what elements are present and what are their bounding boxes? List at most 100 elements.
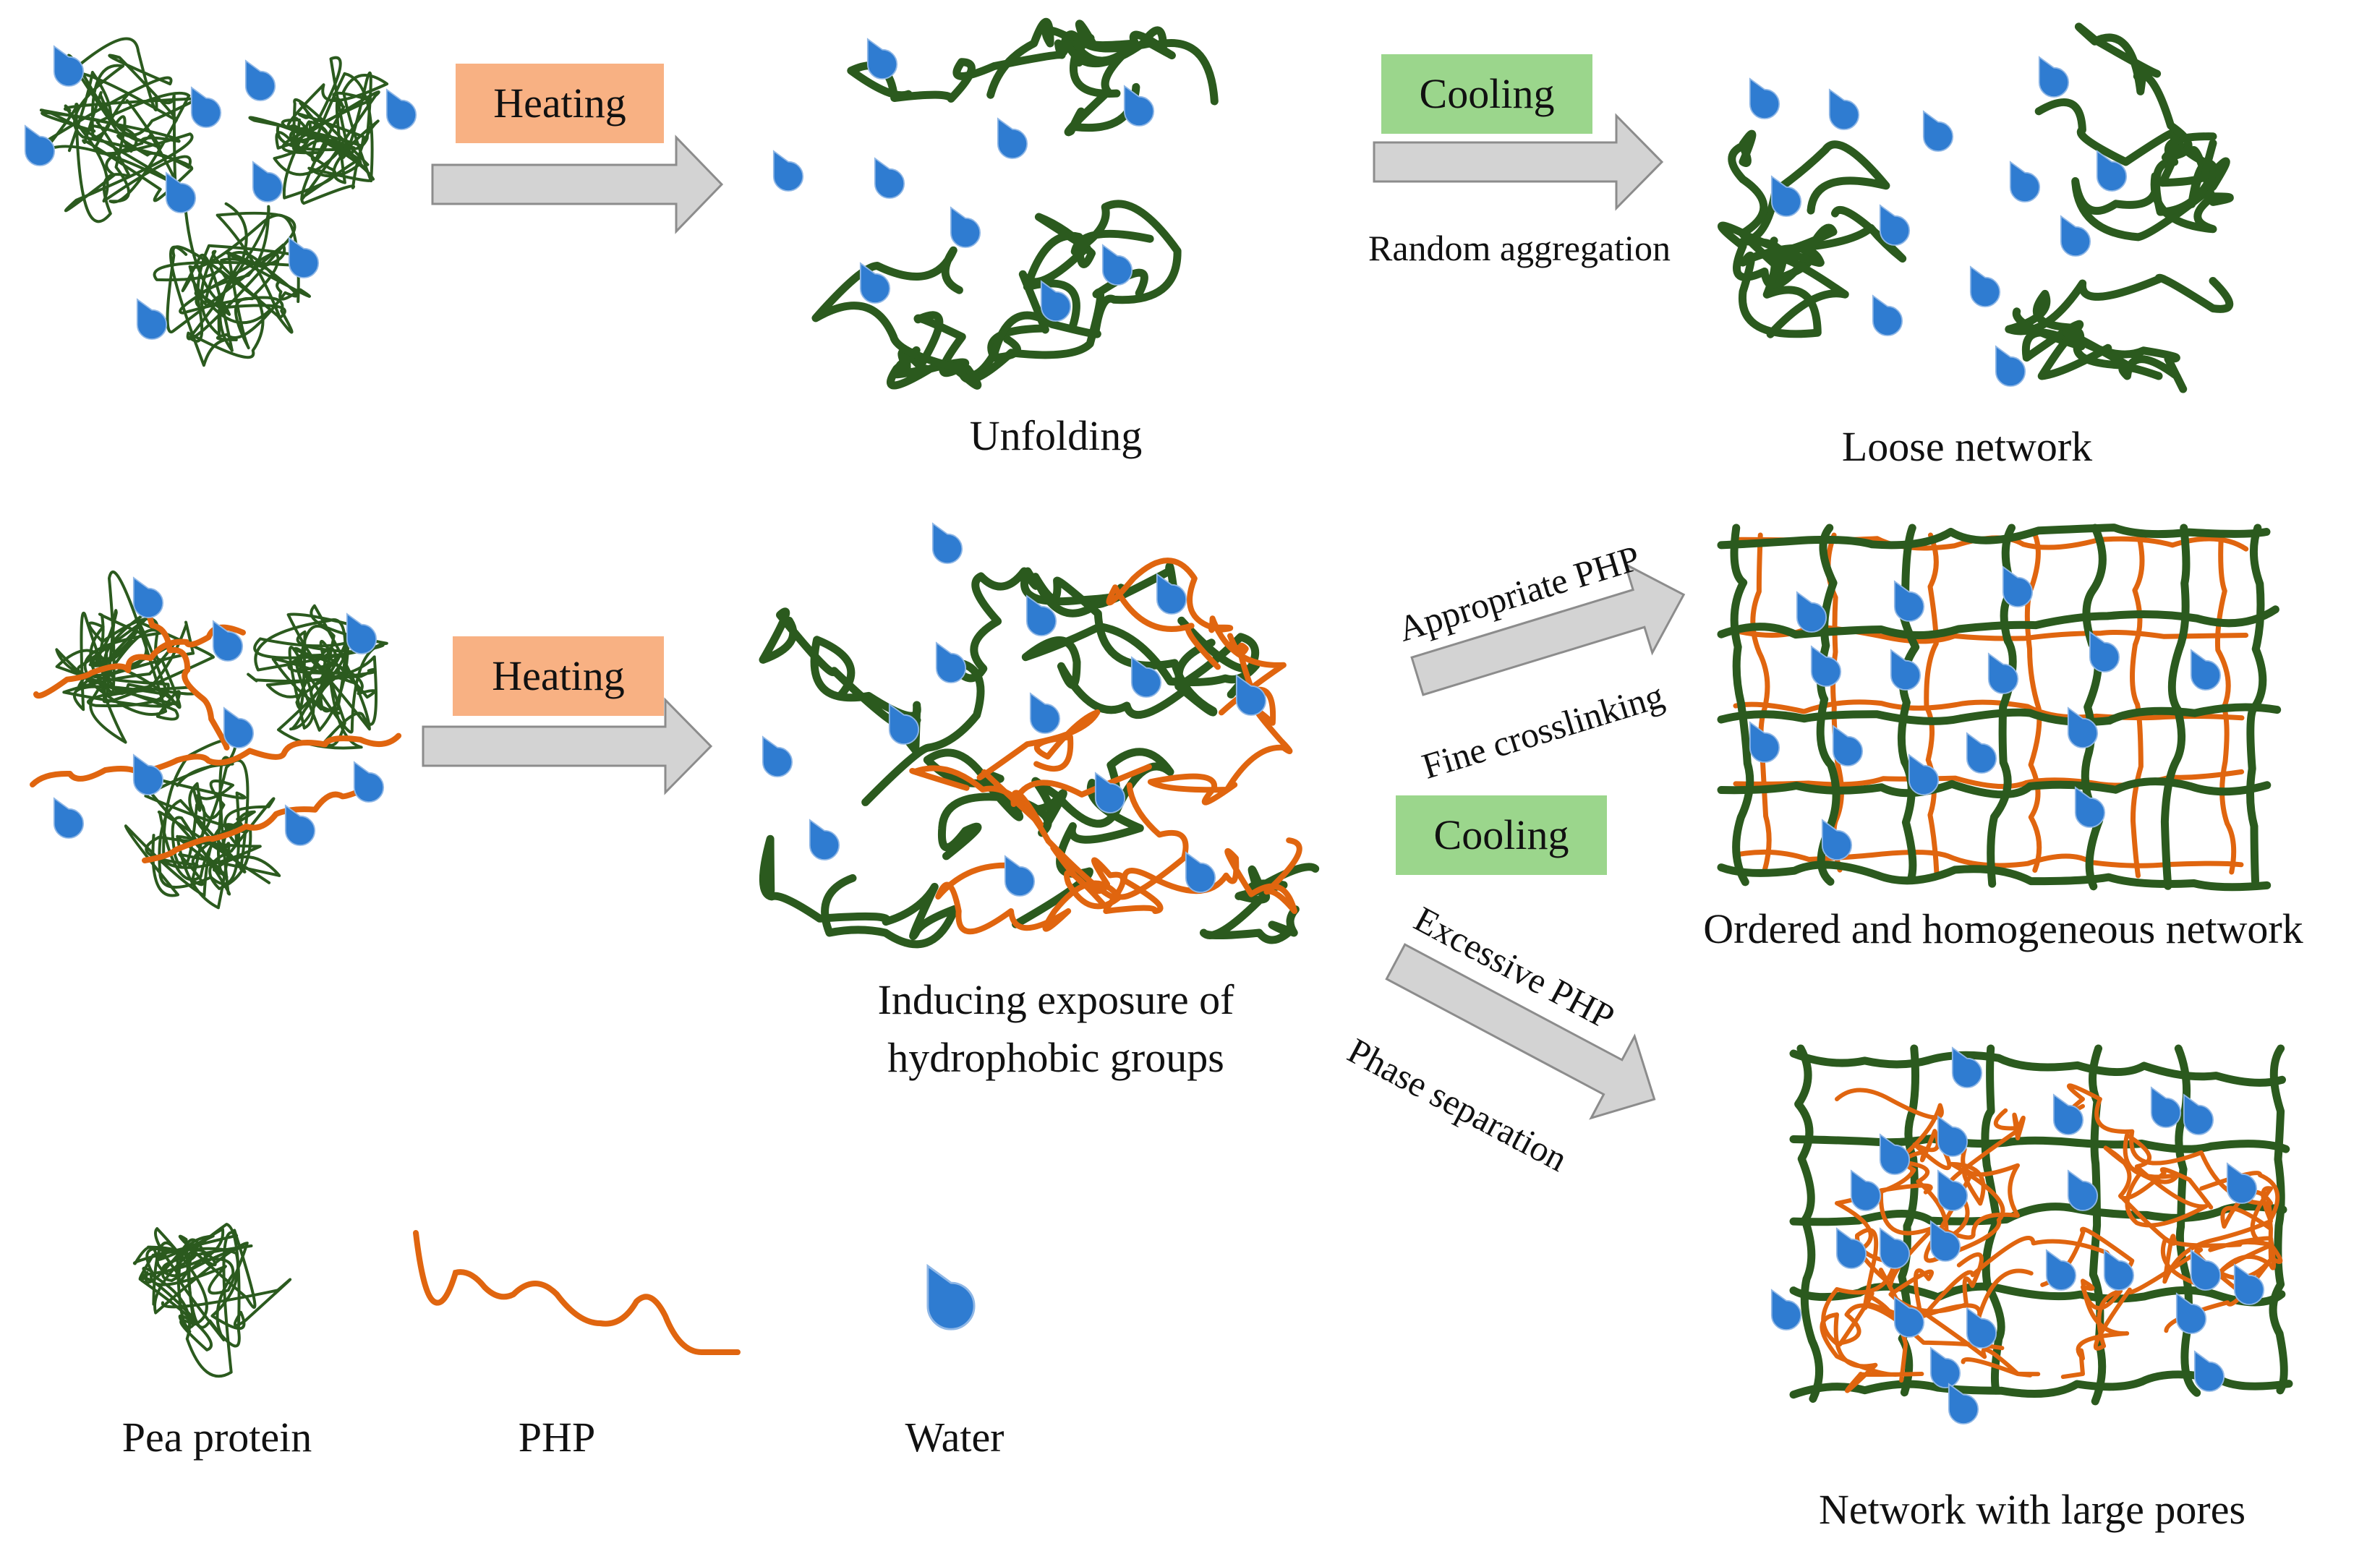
water-droplet-icon: [762, 736, 793, 777]
native-protein-cluster: [33, 37, 389, 367]
water-droplet-icon: [1832, 725, 1864, 766]
water-droplet-icon: [997, 118, 1028, 159]
network-strand-vertical: [2081, 524, 2107, 891]
exposed-protein-strand: [1199, 863, 1320, 944]
legend-water-icon: [926, 1265, 976, 1331]
loose-strand: [1717, 129, 1838, 290]
coil-strand: [247, 612, 378, 750]
exposed-php-strand: [976, 709, 1152, 828]
php-chain: [30, 732, 402, 787]
loose-strand: [2034, 98, 2217, 216]
cooling-arrow-top: [1373, 113, 1664, 211]
water-droplet-icon: [2226, 1163, 2258, 1204]
coil-strand: [55, 570, 182, 721]
water-droplet-icon: [809, 819, 840, 860]
php-tangle: [1820, 1291, 1924, 1393]
water-droplet-icon: [1966, 732, 1997, 774]
ordered-network-label: Ordered and homogeneous network: [1703, 905, 2303, 952]
water-droplet-icon: [190, 87, 222, 128]
water-droplet-icon: [24, 125, 56, 166]
php-chain: [142, 597, 230, 751]
legend-php-icon: [413, 1230, 741, 1355]
water-droplet-icon: [1879, 205, 1911, 246]
water-droplet-icon: [2150, 1087, 2182, 1128]
loose-network-label: Loose network: [1841, 423, 2093, 470]
exposed-protein-strand: [759, 607, 921, 754]
water-droplet-icon: [223, 707, 255, 748]
loose-strand: [2037, 328, 2188, 393]
water-droplet-icon: [874, 158, 905, 199]
php-tangle: [1921, 1226, 2135, 1323]
legend-water-label: Water: [905, 1414, 1005, 1461]
water-droplet-icon: [2089, 631, 2120, 672]
heating-arrow-bottom: [422, 697, 713, 795]
water-droplet-icon: [252, 161, 283, 202]
water-droplet-icon: [2183, 1094, 2214, 1135]
water-droplet-icon: [935, 642, 967, 683]
php-tangle: [1888, 1252, 2040, 1378]
coil-strand: [289, 604, 388, 734]
water-droplet-icon: [1101, 244, 1133, 286]
php-chain: [33, 624, 246, 699]
unfolded-strand: [887, 311, 970, 390]
water-droplet-icon: [353, 761, 385, 803]
exposed-php-strand: [1103, 837, 1302, 914]
network-strand-vertical: [1897, 524, 1920, 884]
php-chains-mixture: [30, 597, 402, 863]
water-droplet-icon: [931, 523, 963, 564]
unfolded-strand: [811, 246, 1148, 384]
php-tangle: [2103, 1132, 2214, 1228]
coil-strand: [136, 759, 249, 910]
loose-strand: [1738, 230, 1849, 338]
unfolded-strand: [952, 200, 1182, 390]
heating-box-bottom: [453, 636, 664, 716]
water-droplet-icon: [950, 207, 981, 248]
network-strand-horizontal: [1789, 1135, 2290, 1153]
network-strand-horizontal: [1717, 777, 2272, 799]
legend-protein-label: Pea protein: [121, 1414, 312, 1461]
exposed-php-strand: [935, 782, 1189, 935]
loose-strand: [2075, 22, 2217, 187]
appropriate-php-arrow: [1410, 562, 1686, 696]
water-droplet-icon: [346, 613, 378, 654]
cooling-label-top: Cooling: [1419, 70, 1555, 117]
water-droplet-icon: [866, 38, 898, 80]
water-droplet-icon: [1969, 266, 2001, 307]
legend-protein-icon: [132, 1223, 292, 1378]
water-droplet-icon: [1185, 852, 1216, 893]
water-droplet-icon: [1908, 754, 1940, 795]
coil-strand: [64, 64, 200, 202]
exposed-protein-strand: [1012, 748, 1174, 928]
loose-strand: [2005, 273, 2234, 362]
network-strand-horizontal: [1733, 849, 2244, 868]
exposure-label-line2: hydrophobic groups: [887, 1034, 1224, 1081]
network-strand-horizontal: [1717, 703, 2282, 727]
exposed-php-chains: [909, 558, 1302, 935]
water-droplet-icon: [1749, 722, 1780, 763]
water-droplet-icon: [2002, 566, 2034, 607]
water-droplet-icon: [53, 46, 85, 87]
water-droplet-icon: [772, 150, 804, 192]
exposed-php-strand: [1147, 633, 1293, 806]
network-strand-horizontal: [1717, 524, 2271, 550]
coil-strand: [179, 210, 297, 359]
heating-label-top: Heating: [493, 80, 626, 127]
water-droplet-icon: [385, 89, 417, 130]
water-droplet-icon: [2009, 161, 2041, 202]
heating-arrow-top: [431, 134, 724, 234]
network-strand-vertical: [1730, 524, 1754, 887]
exposed-protein-strand: [1031, 562, 1260, 717]
coil-strand: [248, 71, 380, 201]
heating-label-bottom: Heating: [492, 652, 625, 699]
loose-strand: [2071, 146, 2234, 242]
exposed-php-strand: [909, 765, 1126, 911]
network-strand-vertical: [1750, 532, 1772, 874]
water-droplet-icon: [132, 577, 164, 618]
network-strand-horizontal: [1789, 1203, 2287, 1226]
unfolded-protein-chains: [811, 17, 1219, 390]
water-droplet-icon: [1890, 649, 1922, 691]
water-droplet-icon: [1922, 111, 1954, 152]
exposure-label-line1: Inducing exposure of: [877, 976, 1234, 1023]
water-droplet-icon: [2193, 1351, 2225, 1392]
network-strand-horizontal: [1789, 1049, 2286, 1087]
